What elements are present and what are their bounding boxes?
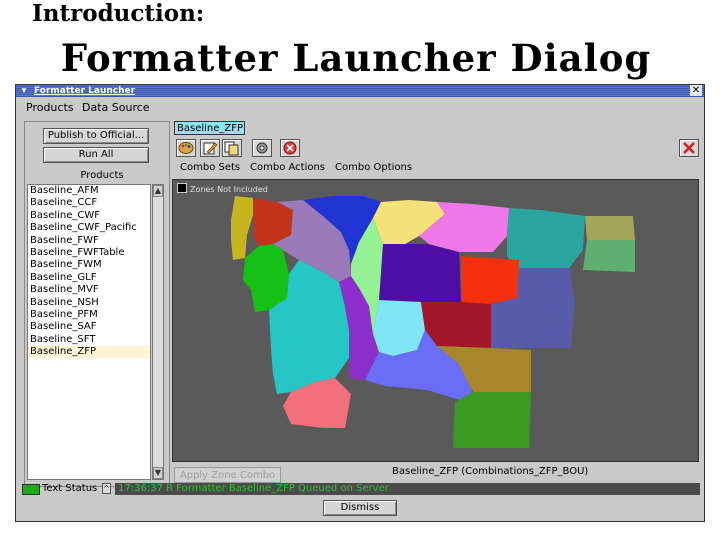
slide-title: Formatter Launcher Dialog [60, 36, 652, 80]
zone-teal-north [507, 208, 585, 270]
zone-yellow [373, 200, 445, 244]
scroll-up-icon[interactable]: ▲ [153, 185, 163, 197]
zone-mint [351, 218, 383, 334]
window-close-icon[interactable]: ✕ [690, 85, 702, 96]
product-editor-panel: Baseline_ZFP Combo Sets Combo Act [172, 121, 701, 487]
menu-combo-sets[interactable]: Combo Sets [180, 162, 241, 173]
list-item[interactable]: Baseline_MVF [30, 284, 99, 296]
list-item[interactable]: Baseline_GLF [30, 271, 97, 283]
zone-slate [491, 268, 575, 348]
zone-ochre [437, 346, 531, 392]
zone-periwinkle [365, 330, 473, 402]
zone-khaki-ne [585, 216, 635, 240]
zone-blue-north [303, 196, 381, 264]
menu-combo-actions[interactable]: Combo Actions [250, 162, 326, 173]
zone-rust [253, 198, 293, 246]
list-item[interactable]: Baseline_FWFTable [30, 246, 125, 258]
text-status-label: Text Status [42, 483, 98, 494]
legend-label: Zones Not Included [190, 185, 268, 194]
zone-crimson [421, 302, 491, 348]
stop-icon[interactable] [280, 139, 300, 157]
list-item[interactable]: Baseline_FWM [30, 259, 102, 271]
menu-products[interactable]: Products [26, 101, 74, 114]
list-item[interactable]: Baseline_SFT [30, 333, 96, 345]
palette-icon[interactable] [176, 139, 196, 157]
copy-icon[interactable] [222, 139, 242, 157]
combo-status-text: Baseline_ZFP (Combinations_ZFP_BOU) [392, 466, 589, 477]
slide-intro-heading: Introduction: [32, 0, 205, 27]
list-item[interactable]: Baseline_NSH [30, 296, 99, 308]
status-message: 17:36:37 R Formatter Baseline_ZFP Queued… [115, 483, 700, 495]
window-titlebar[interactable]: ▾ Formatter Launcher ✕ [16, 85, 704, 97]
combo-menubar: Combo Sets Combo Actions Combo Options [174, 161, 701, 177]
list-item[interactable]: Baseline_CWF_Pacific [30, 222, 137, 234]
run-all-button[interactable]: Run All [43, 147, 149, 163]
zone-pink [283, 378, 351, 428]
zone-green-bright [243, 244, 289, 312]
edit-icon[interactable] [200, 139, 220, 157]
zone-light-cyan [373, 300, 425, 356]
formatter-launcher-window: ▾ Formatter Launcher ✕ Products Data Sou… [15, 84, 705, 522]
list-item[interactable]: Baseline_PFM [30, 308, 98, 320]
dismiss-button[interactable]: Dismiss [323, 500, 397, 516]
zone-map[interactable]: Zones Not Included [172, 179, 699, 462]
list-item[interactable]: Baseline_AFM [30, 185, 99, 196]
zone-olive-west [231, 196, 253, 260]
list-item[interactable]: Baseline_CCF [30, 197, 98, 209]
menubar: Products Data Source [16, 97, 704, 117]
product-panel: Publish to Official... Run All Products … [24, 121, 170, 487]
status-expand-icon[interactable]: ^ [102, 483, 111, 494]
window-menu-icon[interactable]: ▾ [21, 86, 27, 96]
window-title: Formatter Launcher [34, 86, 136, 96]
zones-legend: Zones Not Included [177, 183, 268, 194]
zone-green-se [453, 392, 531, 448]
close-product-icon[interactable] [679, 139, 699, 157]
zone-green-ne [583, 240, 635, 272]
status-bar: Text Status ^ 17:36:37 R Formatter Basel… [22, 483, 700, 495]
settings-icon[interactable] [252, 139, 272, 157]
list-item-selected[interactable]: Baseline_ZFP [28, 346, 150, 359]
publish-to-official-button[interactable]: Publish to Official... [43, 128, 149, 144]
product-list-scrollbar[interactable]: ▲ ▼ [152, 184, 164, 480]
zone-purple-wy [377, 244, 461, 302]
status-led-icon [22, 484, 40, 495]
zone-cyan [269, 260, 349, 394]
toolbar [174, 137, 701, 157]
menu-combo-options[interactable]: Combo Options [335, 162, 413, 173]
apply-zone-combo-button[interactable]: Apply Zone Combo [174, 467, 281, 483]
menu-data-source[interactable]: Data Source [82, 101, 150, 114]
product-list[interactable]: Baseline_AFM Baseline_CCF Baseline_CWF B… [27, 184, 151, 480]
zone-violet [339, 276, 379, 380]
scroll-down-icon[interactable]: ▼ [153, 467, 163, 479]
zones-not-included-swatch [177, 183, 187, 193]
zone-red-wy [461, 256, 519, 304]
zone-map-canvas[interactable] [173, 180, 698, 461]
tab-baseline-zfp[interactable]: Baseline_ZFP [174, 121, 245, 135]
products-heading: Products [80, 170, 124, 181]
list-item[interactable]: Baseline_SAF [30, 321, 97, 333]
zone-magenta [419, 202, 509, 252]
list-item[interactable]: Baseline_CWF [30, 209, 101, 221]
zone-lavender [273, 200, 351, 282]
list-item[interactable]: Baseline_FWF [30, 234, 99, 246]
